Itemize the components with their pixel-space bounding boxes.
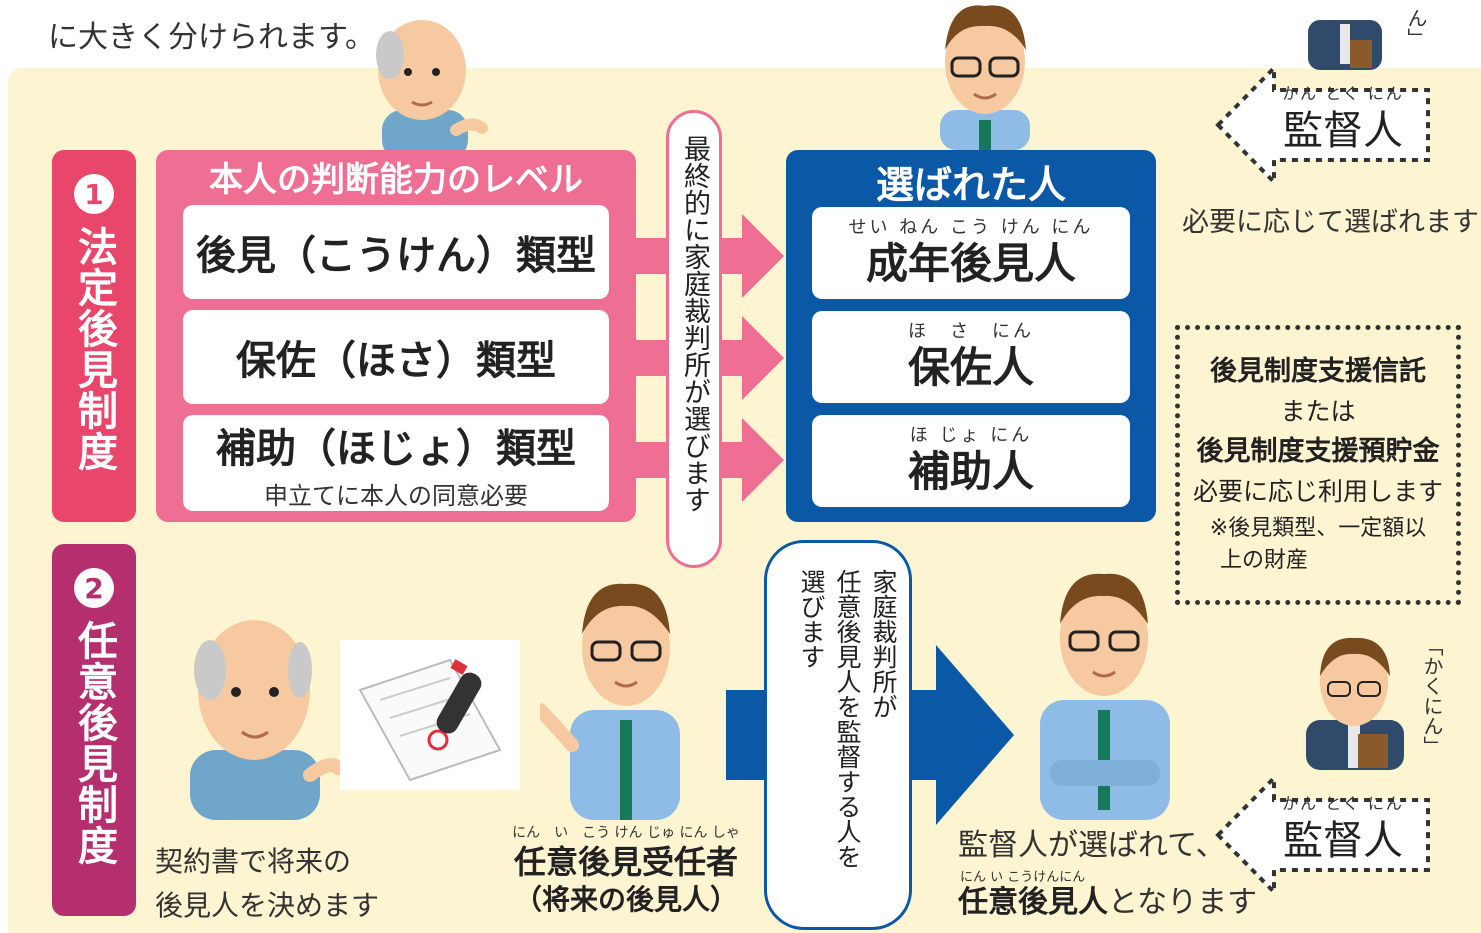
speech-text-top: ん」 <box>1404 8 1428 48</box>
trust-line-4: 必要に応じ利用します <box>1192 477 1443 506</box>
section-1-tab: 1 法定後見制度 <box>52 150 136 522</box>
section-2-number: 2 <box>74 568 114 608</box>
role-label: 補助人 <box>907 447 1034 496</box>
appointee-title: 任意後見受任者 <box>513 843 738 881</box>
trust-note-box: 後見制度支援信託 または 後見制度支援預貯金 必要に応じ利用します ※後見類型、… <box>1175 325 1461 605</box>
role-ruby: せい ねん こう けん にん <box>848 217 1094 238</box>
role-ruby: ほ さ にん <box>908 321 1034 342</box>
appointee-ruby: にん い こう けん じゅ にん しゃ <box>512 825 740 841</box>
elderly-man-contract-illustration <box>190 620 340 820</box>
bubble-col-2: 任意後見人を監督する人を <box>833 569 862 869</box>
intro-text: に大きく分けられます。 <box>48 20 375 55</box>
trust-line-2: または <box>1280 397 1356 426</box>
section-1-number: 1 <box>74 174 114 214</box>
supervisor-arrow-bottom <box>1215 773 1430 897</box>
supervisor-top-label: 監督人 <box>1283 108 1403 154</box>
speech-text-bottom: 「かくにん」 <box>1420 636 1444 756</box>
result-line-1: 監督人が選ばれて、 <box>958 828 1226 863</box>
contract-note-line-2: 後見人を決めます <box>155 889 380 922</box>
court-decides-pill: 最終的に家庭裁判所が選びます <box>666 110 722 568</box>
trust-line-5: ※後見類型、一定額以 <box>1209 516 1427 541</box>
man-with-glasses-illustration <box>940 5 1030 150</box>
guardian-man-illustration <box>1040 573 1170 820</box>
supervisor-arrow-top <box>1215 63 1430 187</box>
contract-document-icon <box>340 640 520 790</box>
type-label: 後見（こうけん）類型 <box>196 233 596 279</box>
role-box-seinen: せい ねん こう けん にん 成年後見人 <box>812 207 1130 299</box>
trust-line-6: 上の財産 <box>1220 548 1309 573</box>
appointee-label: にん い こう けん じゅ にん しゃ 任意後見受任者 （将来の後見人） <box>495 822 757 918</box>
type-box-hosa: 保佐（ほさ）類型 <box>183 310 609 404</box>
elderly-man-illustration <box>376 20 488 150</box>
type-label: 保佐（ほさ）類型 <box>236 338 556 384</box>
supervisor-top-note: 必要に応じて選ばれます <box>1182 207 1479 238</box>
role-ruby: ほ じょ にん <box>909 425 1033 446</box>
appointee-subtitle: （将来の後見人） <box>513 883 738 916</box>
result-ruby: にん い こうけんにん <box>960 870 1086 885</box>
type-box-hojo: 補助（ほじょ）類型 申立てに本人の同意必要 <box>183 415 609 511</box>
contract-note: 契約書で将来の 後見人を決めます <box>155 840 379 928</box>
court-supervision-bubble: 家庭裁判所が 任意後見人を監督する人を 選びます <box>764 540 912 930</box>
ability-level-header: 本人の判断能力のレベル <box>209 160 583 200</box>
bubble-col-3: 選びます <box>797 569 826 669</box>
supervisor-person-top-illustration <box>1308 20 1382 70</box>
role-label: 成年後見人 <box>865 239 1076 288</box>
section-2-tab: 2 任意後見制度 <box>52 544 136 916</box>
appointee-man-illustration <box>540 583 680 820</box>
trust-line-1: 後見制度支援信託 <box>1210 356 1426 387</box>
type-box-kouken: 後見（こうけん）類型 <box>183 205 609 299</box>
result-strong: 任意後見人 <box>958 885 1108 920</box>
bubble-col-1: 家庭裁判所が <box>869 569 898 719</box>
supervisor-bottom-label: 監督人 <box>1283 818 1403 864</box>
supervisor-bottom-ruby: かん とく にん <box>1282 794 1404 813</box>
contract-note-line-1: 契約書で将来の <box>155 845 352 878</box>
role-box-hojo: ほ じょ にん 補助人 <box>812 415 1130 507</box>
role-label: 保佐人 <box>907 343 1034 392</box>
supervisor-top-ruby: かん とく にん <box>1282 84 1404 103</box>
result-rest: となります <box>1108 885 1258 920</box>
trust-line-3: 後見制度支援預貯金 <box>1196 436 1440 467</box>
section-1-title: 法定後見制度 <box>71 226 117 472</box>
supervisor-person-bottom-illustration <box>1306 637 1404 770</box>
section-2-title: 任意後見制度 <box>71 620 117 866</box>
role-box-hosa: ほ さ にん 保佐人 <box>812 311 1130 403</box>
result-text: 監督人が選ばれて、 にん い こうけんにん 任意後見人となります <box>958 826 1257 921</box>
chosen-person-header: 選ばれた人 <box>875 163 1066 207</box>
type-label: 補助（ほじょ）類型 <box>216 425 576 472</box>
type-note: 申立てに本人の同意必要 <box>264 481 528 510</box>
court-decides-text: 最終的に家庭裁判所が選びます <box>679 135 710 513</box>
